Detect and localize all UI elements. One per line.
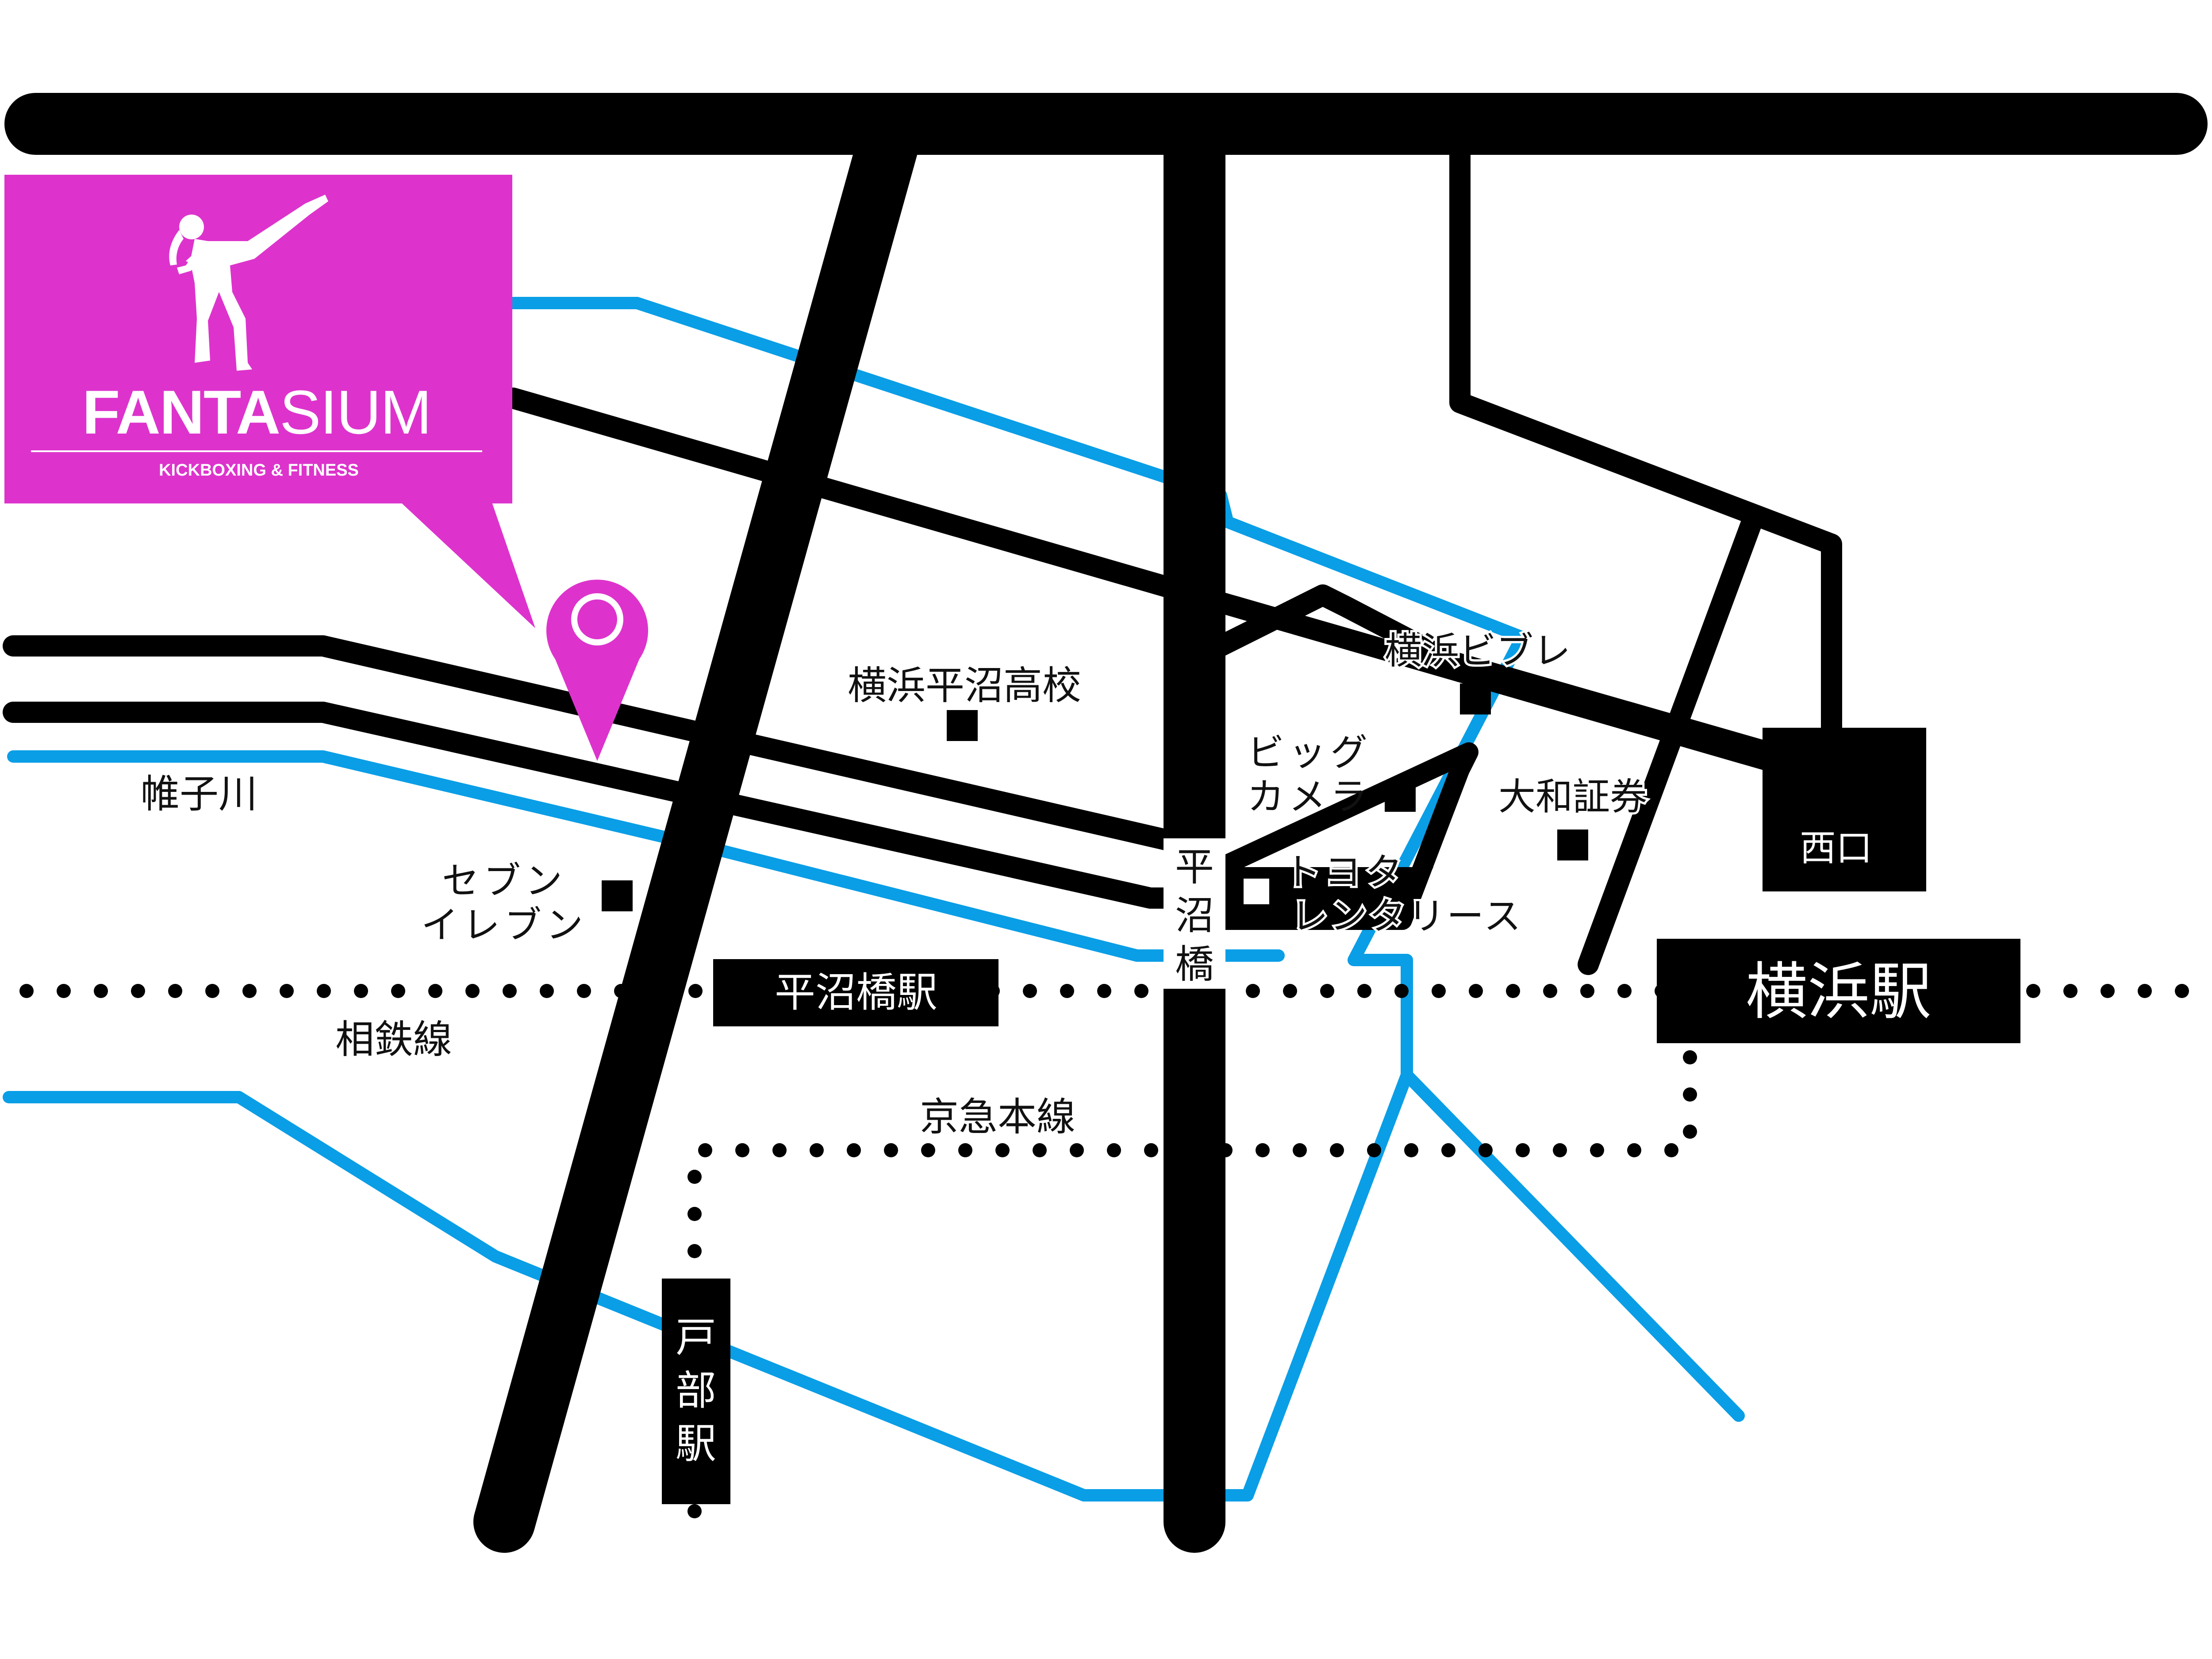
- biccamera-label-1: ビッグ: [1247, 731, 1372, 774]
- bridge-label-bg: [1164, 838, 1225, 989]
- daiwa-label: 大和証券: [1498, 775, 1647, 818]
- river-east-branch: [1401, 1069, 1745, 1422]
- square-marker-icon: [1557, 830, 1588, 860]
- station-nishiguchi-box: [1763, 728, 1926, 891]
- square-marker-icon: [1460, 684, 1491, 714]
- road-vivre: [1210, 584, 1824, 776]
- toyota-rental-label-2: レンタリース: [1291, 895, 1523, 938]
- map-labels: 帷子川 相鉄線 京急本線 横浜平沼高校 セブン イレブン ビッグ カメラ トヨタ…: [141, 627, 1649, 1140]
- brand-name: FANTASIUM: [82, 377, 431, 447]
- road-diagonal-main: [473, 93, 925, 1553]
- bridge-label-3: 橋: [1175, 941, 1214, 987]
- square-marker-icon: [1234, 869, 1279, 914]
- sotetsu-label: 相鉄線: [335, 1017, 452, 1062]
- brand-name-bold: FANTA: [82, 377, 280, 447]
- square-marker-icon: [947, 710, 978, 741]
- square-marker-icon: [602, 880, 633, 911]
- keikyu-label: 京急本線: [920, 1094, 1075, 1140]
- station-tobe-label-3: 駅: [676, 1420, 716, 1467]
- station-yokohama-box: [1657, 939, 2020, 1043]
- station-yokohama-label: 横浜駅: [1746, 956, 1932, 1028]
- vivre-label: 横浜ビブレ: [1385, 629, 1571, 672]
- brand-name-light: SIUM: [280, 377, 431, 447]
- brand-callout-tail: [398, 500, 535, 628]
- brand-box: [4, 175, 512, 503]
- toyota-rental-label-1: トヨタ: [1284, 850, 1406, 894]
- bridge-label-2: 沼: [1175, 893, 1214, 938]
- school-label: 横浜平沼高校: [848, 663, 1081, 708]
- biccamera-label-2: カメラ: [1247, 775, 1372, 818]
- station-hiranumabashi-box: [713, 959, 998, 1026]
- station-tobe-box: [662, 1279, 730, 1504]
- seven-eleven-label-1: セブン: [442, 859, 567, 902]
- station-nishiguchi-label: 西口: [1800, 827, 1872, 869]
- station-tobe-label-2: 部: [676, 1367, 716, 1414]
- map-pin-icon: [546, 580, 648, 761]
- landmark-markers: [602, 684, 1588, 914]
- road-west-2: [3, 702, 1183, 909]
- station-tobe-label-1: 戸: [676, 1314, 716, 1361]
- station-hiranumabashi-label: 平沼橋駅: [775, 969, 937, 1016]
- roads: [3, 93, 2208, 1553]
- river-katabira-label: 帷子川: [141, 771, 257, 817]
- road-east-diagonal: [1578, 511, 1763, 975]
- brand-callout: FANTASIUM KICKBOXING & FITNESS: [4, 175, 535, 628]
- road-east-loop: [1449, 127, 1842, 754]
- kickboxer-silhouette-icon: [169, 195, 328, 371]
- road-west-1: [3, 635, 1218, 860]
- bridge-label: 平 沼 橋: [1164, 838, 1225, 989]
- seven-eleven-label-2: イレブン: [421, 903, 588, 947]
- stations: 平沼橋駅 横浜駅 西口 戸 部 駅: [662, 728, 2020, 1504]
- square-marker-icon: [1385, 781, 1416, 812]
- railways: [19, 984, 2201, 1529]
- bridge-label-1: 平: [1175, 844, 1214, 890]
- brand-tagline: KICKBOXING & FITNESS: [159, 461, 359, 480]
